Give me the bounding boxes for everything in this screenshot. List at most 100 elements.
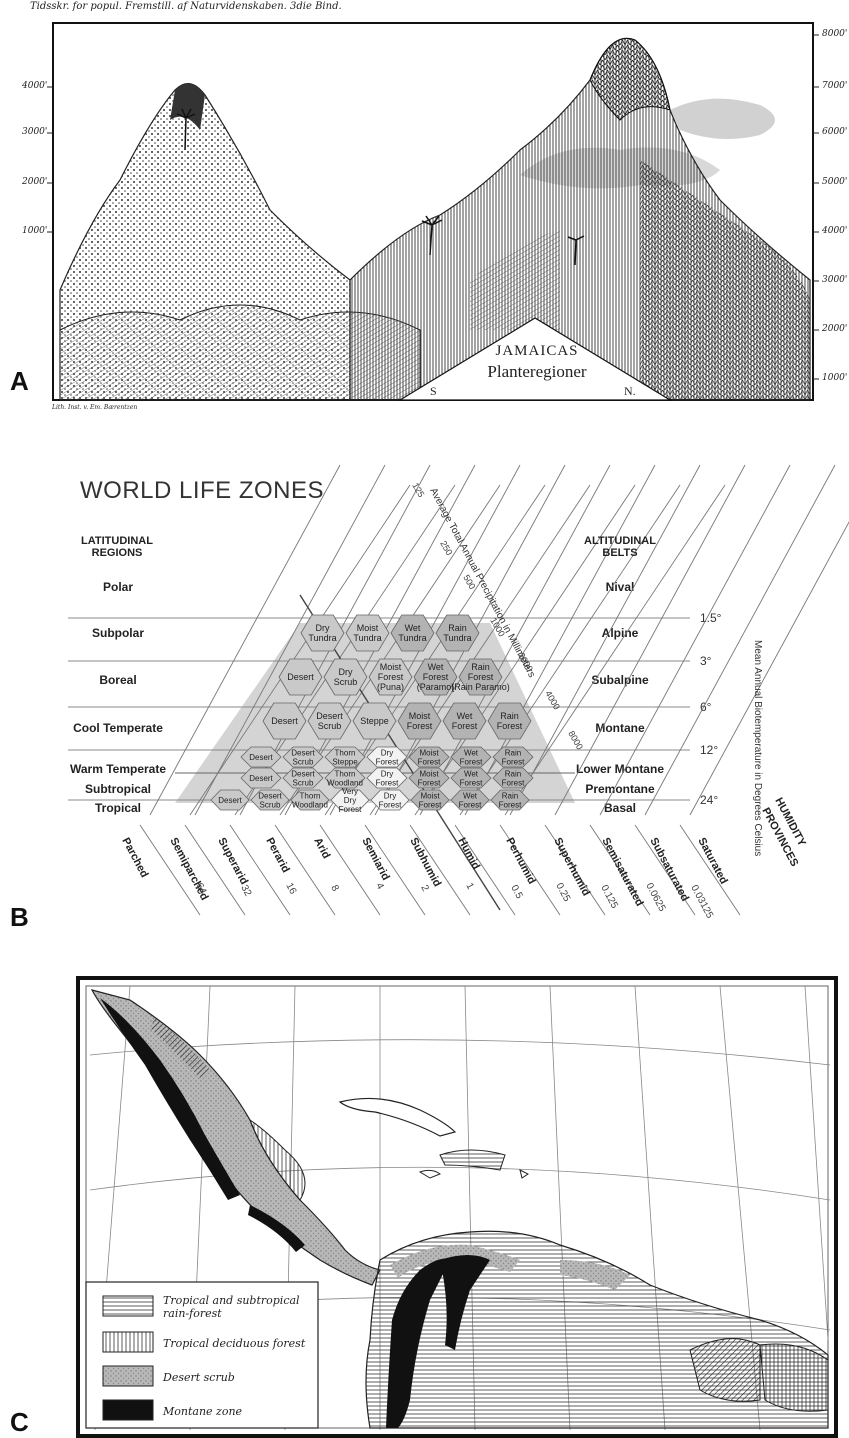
life-zone-hexagon	[282, 746, 324, 768]
life-zone-label: Desert	[249, 774, 273, 783]
life-zone-label: Desert	[258, 792, 282, 801]
hispaniola	[439, 1149, 506, 1171]
life-zone-label: Wet	[457, 711, 473, 721]
right-scale-label: 2000'	[822, 324, 848, 334]
precipitation-line	[194, 464, 386, 816]
biotemperature-tick: 1.5°	[700, 611, 722, 625]
central-america-map	[76, 976, 838, 1438]
life-zone-label: Dry	[344, 796, 356, 805]
right-scale-label: 3000'	[822, 275, 848, 285]
life-zone-label: Wet	[464, 770, 479, 779]
life-zone-hexagon	[408, 746, 450, 768]
life-zone-hexagon	[366, 746, 408, 768]
life-zone-hexagon	[370, 789, 410, 811]
life-zone-label: Desert	[271, 716, 298, 726]
life-zone-label: Scrub	[318, 721, 342, 731]
life-zone-label: Dry	[339, 667, 353, 677]
life-zone-label: Tundra	[398, 633, 426, 643]
life-zone-label: Scrub	[293, 779, 314, 788]
life-zone-label: Forest	[452, 721, 478, 731]
life-zone-hexagon	[410, 789, 450, 811]
altitudinal-belt: Subalpine	[591, 673, 649, 687]
life-zone-hexagon	[323, 658, 368, 696]
life-zone-hexagon	[487, 702, 532, 740]
right-scale-label: 4000'	[822, 226, 848, 236]
pet-ratio: 0.03125	[688, 883, 715, 920]
life-zone-label: Forest	[378, 672, 404, 682]
humidity-guide-line	[319, 824, 381, 916]
life-zone-label: Moist	[420, 792, 440, 801]
life-zone-hexagon	[300, 614, 345, 652]
life-zone-label: Rain	[448, 623, 467, 633]
life-zone-label: Rain	[505, 749, 521, 758]
life-zone-label: Forest	[502, 779, 525, 788]
life-zone-label: Scrub	[260, 801, 281, 810]
pet-line	[369, 484, 591, 816]
life-zone-label: Forest	[499, 801, 522, 810]
life-zone-hexagon	[442, 702, 487, 740]
life-zone-label: Moist	[419, 770, 439, 779]
life-zone-hexagon	[413, 658, 458, 696]
life-zone-hexagon	[492, 746, 534, 768]
life-zone-label: Forest	[460, 758, 483, 767]
altitudinal-belt: Nival	[606, 580, 635, 594]
life-zone-hexagon	[450, 789, 490, 811]
lithograph-credit: Lith. Inst. v. Em. Bærentzen	[52, 404, 138, 411]
life-zone-hexagon	[366, 767, 408, 789]
humidity-province: Parched	[119, 836, 150, 880]
life-zone-hexagon	[324, 767, 366, 789]
pet-ratio: 4	[373, 881, 386, 891]
jamaica-mountain-illustration	[47, 22, 819, 401]
life-zone-hexagon	[290, 789, 330, 811]
life-zone-hexagon	[330, 789, 370, 811]
altitudinal-belt: Premontane	[585, 782, 655, 796]
latitudinal-region: Subpolar	[92, 626, 144, 640]
life-zone-hexagon	[345, 614, 390, 652]
humidity-guide-line	[589, 824, 651, 916]
life-zone-label: Scrub	[293, 758, 314, 767]
pet-ratio: 1	[463, 881, 476, 891]
life-zone-label: Scrub	[334, 677, 358, 687]
life-zone-hexagon	[450, 746, 492, 768]
life-zone-label: Desert	[291, 749, 315, 758]
pet-ratio: 16	[283, 881, 298, 896]
life-zone-label: Forest	[339, 805, 362, 814]
life-zone-label: Desert	[218, 796, 242, 805]
life-zone-hexagon	[262, 702, 307, 740]
life-zone-label: Forest	[376, 758, 399, 767]
legend-swatch-black	[102, 1399, 154, 1421]
precipitation-line	[599, 464, 791, 816]
life-zone-hexagon	[282, 767, 324, 789]
pet-ratio: 32	[238, 883, 253, 898]
title-triangle	[397, 317, 673, 401]
left-scale-label: 2000'	[22, 177, 48, 187]
life-zone-hexagon	[490, 789, 530, 811]
biotemperature-tick: 6°	[700, 700, 712, 714]
precipitation-value: 4000	[543, 689, 562, 711]
humidity-guide-line	[229, 824, 291, 916]
life-zone-label: Forest	[376, 779, 399, 788]
pet-line	[414, 484, 636, 816]
panel-letter-b: B	[10, 902, 29, 932]
life-zone-hexagon	[307, 702, 352, 740]
life-zone-label: Rain	[505, 770, 521, 779]
biotemperature-axis-label: Mean Annual Biotemperature in Degrees Ce…	[752, 640, 763, 856]
precipitation-line	[149, 464, 341, 816]
life-zone-label: Wet	[405, 623, 421, 633]
altitudinal-belt: Montane	[595, 721, 645, 735]
precipitation-value: 250	[438, 539, 454, 557]
life-zone-label: Dry	[381, 770, 393, 779]
humidity-province: Perarid	[263, 836, 291, 875]
life-zone-label: (Rain Paramo)	[451, 682, 510, 692]
life-zone-label: Wet	[428, 662, 444, 672]
life-zone-label: Rain	[500, 711, 519, 721]
pet-ratio: 0.5	[508, 883, 524, 901]
precipitation-line	[689, 521, 849, 816]
right-scale-label: 6000'	[822, 127, 848, 137]
life-zone-hexagon	[390, 614, 435, 652]
life-zone-hexagon	[450, 767, 492, 789]
latitudinal-region: Polar	[103, 580, 133, 594]
andes-black	[386, 1258, 450, 1428]
life-zone-hexagon	[492, 767, 534, 789]
life-zone-label: Thorn	[335, 770, 356, 779]
